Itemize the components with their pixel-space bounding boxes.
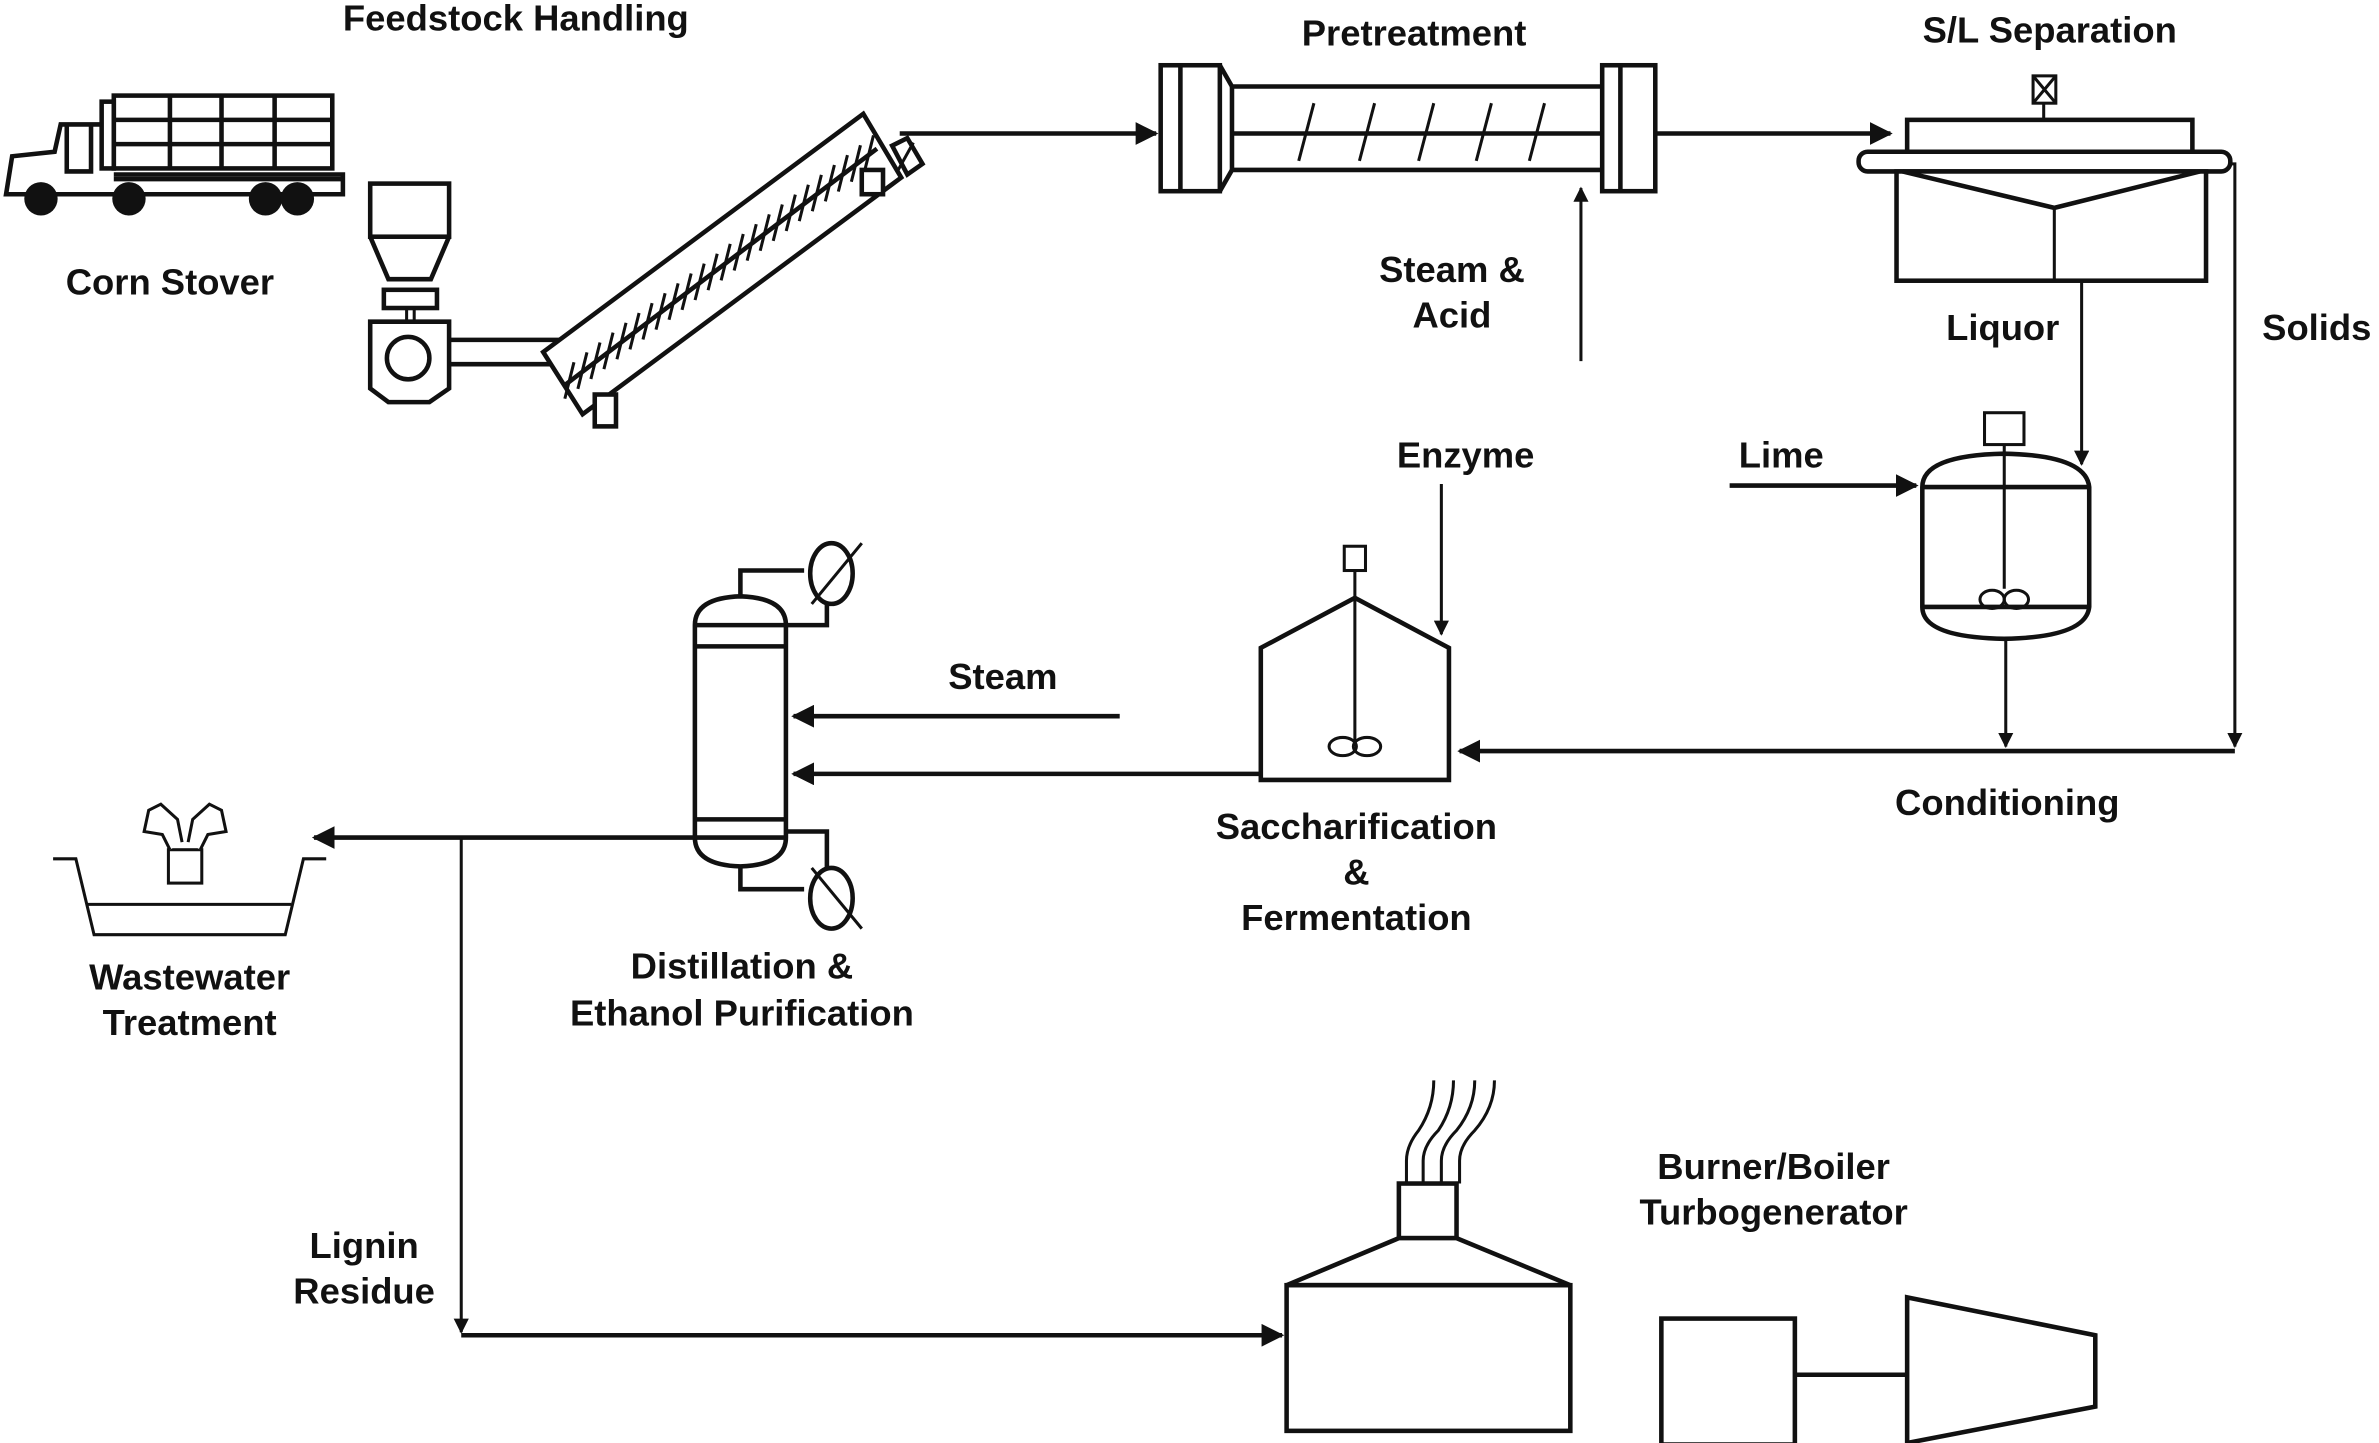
pretreatment-label: Pretreatment — [1302, 13, 1527, 54]
screw-tooth — [784, 194, 797, 232]
saccharification-label-line1: Saccharification — [1216, 806, 1497, 847]
screw-tooth — [615, 322, 628, 360]
screw-tooth — [849, 144, 862, 183]
screw-tooth — [758, 213, 771, 252]
enzyme-label: Enzyme — [1397, 434, 1535, 475]
fermenter-icon — [1258, 544, 1452, 783]
burner-label-line1: Burner/Boiler — [1657, 1146, 1890, 1187]
screw-tooth — [810, 174, 823, 212]
distillation-label-line2: Ethanol Purification — [570, 993, 914, 1034]
solids-label: Solids — [2262, 307, 2371, 348]
conditioning-label: Conditioning — [1895, 782, 2119, 823]
steam-acid-label-line1: Steam & — [1379, 249, 1525, 290]
lime-label: Lime — [1739, 434, 1824, 475]
screw-tooth — [719, 243, 732, 281]
corn-stover-label: Corn Stover — [66, 261, 274, 302]
feed-hopper-icon — [367, 181, 562, 405]
saccharification-label-line2: & — [1343, 852, 1369, 893]
screw-tooth — [602, 332, 615, 370]
wastewater-label-line1: Wastewater — [89, 956, 290, 997]
screw-tooth — [771, 204, 784, 242]
screw-tooth — [745, 223, 758, 261]
screw-tooth — [641, 302, 654, 340]
screw-tooth — [628, 312, 641, 350]
corn-stover-truck-icon — [3, 93, 346, 216]
wastewater-label-line2: Treatment — [103, 1002, 277, 1043]
screw-tooth — [654, 292, 667, 331]
screw-tooth — [836, 154, 849, 192]
burner-label-line2: Turbogenerator — [1639, 1192, 1907, 1233]
screw-tooth — [576, 352, 589, 390]
screw-tooth — [693, 263, 706, 301]
saccharification-label-line3: Fermentation — [1241, 897, 1472, 938]
screw-tooth — [589, 342, 602, 380]
burner-boiler-icon — [1284, 1080, 1573, 1434]
screw-tooth — [823, 164, 836, 202]
screw-tooth — [563, 361, 576, 400]
screw-tooth — [706, 253, 719, 291]
distillation-column-icon — [692, 540, 863, 931]
sl-separation-label: S/L Separation — [1923, 9, 2177, 50]
distillation-label-line1: Distillation & — [631, 946, 853, 987]
steam-acid-label-line2: Acid — [1413, 295, 1492, 336]
lignin-label-line2: Residue — [293, 1270, 435, 1311]
screw-tooth — [862, 135, 875, 173]
conditioning-tank-icon — [1920, 411, 2092, 642]
screw-tooth — [732, 233, 745, 271]
screw-tooth — [797, 184, 810, 222]
steam-label: Steam — [948, 656, 1057, 697]
lignin-label-line1: Lignin — [310, 1225, 419, 1266]
screw-conveyor-icon — [540, 110, 926, 429]
feedstock-handling-label: Feedstock Handling — [343, 0, 689, 38]
flow-line-solids — [2227, 162, 2243, 749]
wastewater-basin-icon — [53, 802, 327, 937]
screw-tooth — [667, 282, 680, 321]
pretreatment-reactor-icon — [1158, 62, 1658, 194]
turbogenerator-icon — [1659, 1294, 2098, 1443]
sl-separator-icon — [1856, 74, 2233, 283]
screw-tooth — [680, 273, 693, 311]
liquor-label: Liquor — [1946, 307, 2059, 348]
